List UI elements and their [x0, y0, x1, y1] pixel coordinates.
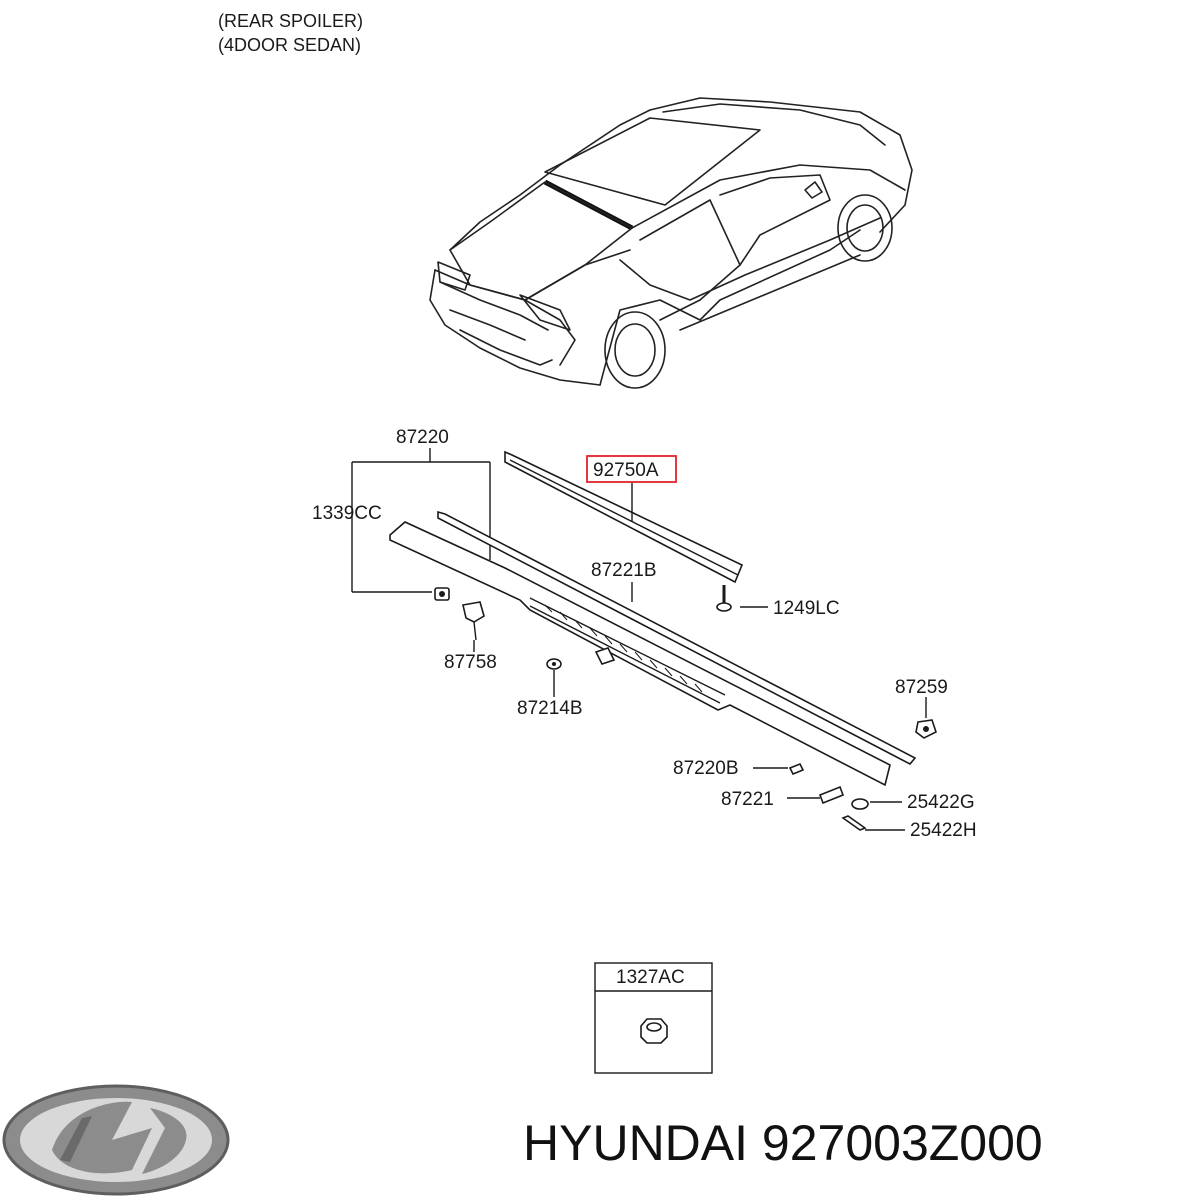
diagram-title-line2: (4DOOR SEDAN): [218, 35, 361, 55]
callout-25422G[interactable]: 25422G: [907, 792, 975, 813]
callout-1339CC[interactable]: 1339CC: [312, 503, 382, 524]
car-illustration: [429, 97, 913, 389]
hyundai-logo-icon: [2, 1084, 230, 1196]
flange-nut-icon: [640, 1018, 668, 1044]
callout-87758[interactable]: 87758: [444, 652, 497, 673]
callout-25422H[interactable]: 25422H: [910, 820, 977, 841]
tape-87221-icon: [818, 785, 845, 805]
callout-92750A[interactable]: 92750A: [593, 460, 659, 481]
inset-label[interactable]: 1327AC: [616, 967, 685, 988]
spoiler-upper-garnish: [504, 450, 744, 584]
nut-87259-icon: [915, 719, 937, 739]
callout-1249LC[interactable]: 1249LC: [773, 598, 840, 619]
connector-icon: [594, 647, 616, 665]
callout-87220[interactable]: 87220: [396, 427, 449, 448]
callout-87220B[interactable]: 87220B: [673, 758, 739, 779]
diagram-title-line1: (REAR SPOILER): [218, 11, 363, 31]
leader-lines: [473, 483, 927, 831]
screw-1249LC-icon: [716, 585, 732, 612]
spoiler-hatch-pattern: [544, 604, 703, 693]
nut-1339CC-icon: [434, 587, 450, 601]
footer-part-number: HYUNDAI 927003Z000: [523, 1115, 1043, 1171]
clip-87758-icon: [462, 601, 485, 641]
spoiler-molding-strip: [437, 510, 917, 766]
highlight-box-92750A: [586, 455, 677, 483]
spoiler-main-body: [389, 521, 891, 787]
ring-25422G-icon: [851, 798, 869, 810]
callout-87221B[interactable]: 87221B: [591, 560, 657, 581]
grommet-87214B-icon: [546, 658, 562, 670]
callout-87214B[interactable]: 87214B: [517, 698, 583, 719]
pin-25422H-icon: [841, 815, 867, 831]
inset-box-1327AC: 1327AC: [594, 962, 713, 1074]
tape-87220B-icon: [788, 762, 805, 776]
callout-87221[interactable]: 87221: [721, 789, 774, 810]
callout-87259[interactable]: 87259: [895, 677, 948, 698]
